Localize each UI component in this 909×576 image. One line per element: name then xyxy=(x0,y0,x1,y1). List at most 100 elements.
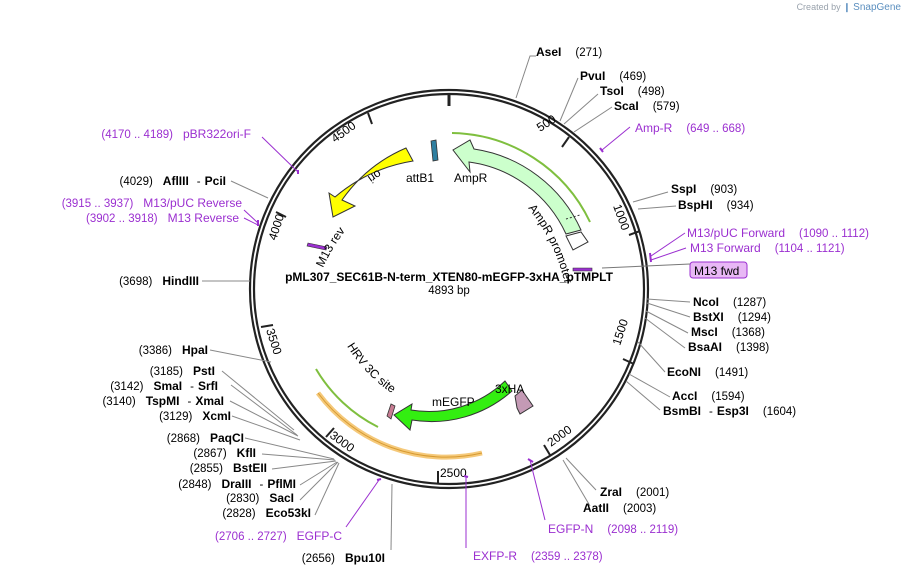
site-pvui: PvuI(469) xyxy=(580,69,646,83)
tick-1000 xyxy=(628,230,641,236)
primer-exfp-r: EXFP-R(2359 .. 2378) xyxy=(473,549,603,563)
tick-label-4500: 4500 xyxy=(329,118,359,145)
svg-text:MscI(1368): MscI(1368) xyxy=(691,325,765,339)
primer-amp-r: Amp-R(649 .. 668) xyxy=(635,121,745,135)
svg-text:(3140)TspMI-XmaI: (3140)TspMI-XmaI xyxy=(102,394,224,408)
primer-egfp-n: EGFP-N(2098 .. 2119) xyxy=(548,522,678,536)
svg-text:ZraI(2001): ZraI(2001) xyxy=(600,485,669,499)
svg-text:BspHI(934): BspHI(934) xyxy=(678,198,754,212)
svg-text:(2830)SacI: (2830)SacI xyxy=(226,491,294,505)
svg-text:AatII(2003): AatII(2003) xyxy=(583,501,656,515)
site-kfli: (2867)KflI xyxy=(193,446,256,460)
svg-text:(2868)PaqCI: (2868)PaqCI xyxy=(167,431,244,445)
primer-pbr322ori-f: (4170 .. 4189)pBR322ori-F xyxy=(101,127,251,141)
feature-ori xyxy=(328,147,414,218)
primer-m13puc-forward: M13/pUC Forward(1090 .. 1112) xyxy=(687,226,869,240)
primer-m13puc-reverse: (3915 .. 3937)M13/pUC Reverse xyxy=(62,196,243,210)
feature-label-attb1: attB1 xyxy=(406,171,434,185)
svg-text:EGFP-N(2098 .. 2119): EGFP-N(2098 .. 2119) xyxy=(548,522,678,536)
site-econi: EcoNI(1491) xyxy=(667,365,748,379)
svg-text:TsoI(498): TsoI(498) xyxy=(600,84,665,98)
feature-orange-band xyxy=(315,391,483,460)
feature-ampr-promoter-arrow xyxy=(565,231,589,251)
tick-label-1500: 1500 xyxy=(610,317,632,347)
snapgene-logo-icon: ❙ xyxy=(843,2,851,12)
svg-text:(3915 .. 3937)M13/pUC Reverse: (3915 .. 3937)M13/pUC Reverse xyxy=(62,196,243,210)
svg-text:(2855)BstEII: (2855)BstEII xyxy=(190,461,267,475)
m13-fwd-leader xyxy=(601,263,691,269)
feature-ha xyxy=(514,389,534,415)
svg-text:SspI(903): SspI(903) xyxy=(671,182,737,196)
site-draiii: (2848)DraIII-PflMI xyxy=(178,477,296,491)
feature-m13-fwd-primer-arrow xyxy=(572,267,593,272)
svg-text:ScaI(579): ScaI(579) xyxy=(614,99,680,113)
svg-text:BsaAI(1398): BsaAI(1398) xyxy=(688,340,769,354)
site-hindiii: (3698)HindIII xyxy=(119,274,199,288)
svg-text:(2656)Bpu10I: (2656)Bpu10I xyxy=(302,551,385,565)
svg-text:(2867)KflI: (2867)KflI xyxy=(193,446,256,460)
primer-egfp-c: (2706 .. 2727)EGFP-C xyxy=(215,529,342,543)
feature-green-band xyxy=(315,368,379,428)
feature-hrv xyxy=(386,403,396,420)
feature-label-m13-fwd-text: M13 fwd xyxy=(694,264,739,278)
svg-text:BstXI(1294): BstXI(1294) xyxy=(693,310,771,324)
site-bsmbi: BsmBI-Esp3I(1604) xyxy=(663,404,796,418)
svg-text:AccI(1594): AccI(1594) xyxy=(672,389,745,403)
svg-text:BsmBI-Esp3I(1604): BsmBI-Esp3I(1604) xyxy=(663,404,796,418)
site-acci: AccI(1594) xyxy=(672,389,745,403)
feature-attb1 xyxy=(430,139,439,162)
feature-label-megfp: mEGFP xyxy=(432,395,475,409)
tick-label-2000: 2000 xyxy=(545,422,575,449)
site-ncoi: NcoI(1287) xyxy=(693,295,766,309)
svg-text:M13 Forward(1104 .. 1121): M13 Forward(1104 .. 1121) xyxy=(690,241,845,255)
site-scai: ScaI(579) xyxy=(614,99,680,113)
credit-brand: SnapGene xyxy=(853,2,901,13)
feature-ampr xyxy=(451,132,591,235)
svg-text:(4029)AflIII-PciI: (4029)AflIII-PciI xyxy=(120,174,226,188)
site-bpu10i: (2656)Bpu10I xyxy=(302,551,385,565)
svg-text:M13/pUC Forward(1090 .. 1112): M13/pUC Forward(1090 .. 1112) xyxy=(687,226,869,240)
site-asei: AseI(271) xyxy=(536,45,602,59)
svg-text:(2828)Eco53kI: (2828)Eco53kI xyxy=(222,506,311,520)
feature-label-3xha: 3xHA xyxy=(495,382,524,396)
site-tspmi: (3140)TspMI-XmaI xyxy=(102,394,224,408)
tick-3500 xyxy=(260,324,274,328)
tick-2000 xyxy=(543,444,551,456)
feature-label-ampr: AmpR xyxy=(454,171,488,185)
feature-label-hrv: HRV 3C site xyxy=(344,340,398,396)
backbone-circle-outer xyxy=(248,88,650,490)
site-bsteii: (2855)BstEII xyxy=(190,461,267,475)
plasmid-name: pML307_SEC61B-N-term_XTEN80-mEGFP-3xHA_p… xyxy=(285,270,614,284)
site-zrai: ZraI(2001) xyxy=(600,485,669,499)
site-eco53ki: (2828)Eco53kI xyxy=(222,506,311,520)
tick-4500 xyxy=(367,112,373,125)
primer-m13-reverse: (3902 .. 3918)M13 Reverse xyxy=(86,211,239,225)
primer-leader-lines xyxy=(243,126,687,548)
svg-text:PvuI(469): PvuI(469) xyxy=(580,69,646,83)
svg-text:AseI(271): AseI(271) xyxy=(536,45,602,59)
feature-m13-rev-primer-arrow xyxy=(306,242,328,251)
site-aatii: AatII(2003) xyxy=(583,501,656,515)
tick-marks xyxy=(260,112,641,483)
site-xcmi: (3129)XcmI xyxy=(159,409,231,423)
tick-4000 xyxy=(275,211,287,218)
svg-text:Amp-R(649 .. 668): Amp-R(649 .. 668) xyxy=(635,121,745,135)
site-msci: MscI(1368) xyxy=(691,325,765,339)
feature-label-m13-fwd: M13 fwd xyxy=(689,261,748,279)
svg-text:(3129)XcmI: (3129)XcmI xyxy=(159,409,231,423)
tick-500 xyxy=(561,136,570,148)
svg-text:(3902 .. 3918)M13 Reverse: (3902 .. 3918)M13 Reverse xyxy=(86,211,239,225)
svg-text:(3185)PstI: (3185)PstI xyxy=(150,364,215,378)
primer-markers xyxy=(257,147,652,481)
plasmid-length: 4893 bp xyxy=(428,285,470,297)
site-leader-lines xyxy=(202,55,691,551)
svg-text:NcoI(1287): NcoI(1287) xyxy=(693,295,766,309)
tick-label-3500: 3500 xyxy=(263,327,285,357)
primer-m13-forward: M13 Forward(1104 .. 1121) xyxy=(690,241,845,255)
tick-3000 xyxy=(325,427,335,438)
site-saci: (2830)SacI xyxy=(226,491,294,505)
site-hpai: (3386)HpaI xyxy=(139,343,208,357)
svg-text:(2848)DraIII-PflMI: (2848)DraIII-PflMI xyxy=(178,477,296,491)
site-afliii: (4029)AflIII-PciI xyxy=(120,174,226,188)
